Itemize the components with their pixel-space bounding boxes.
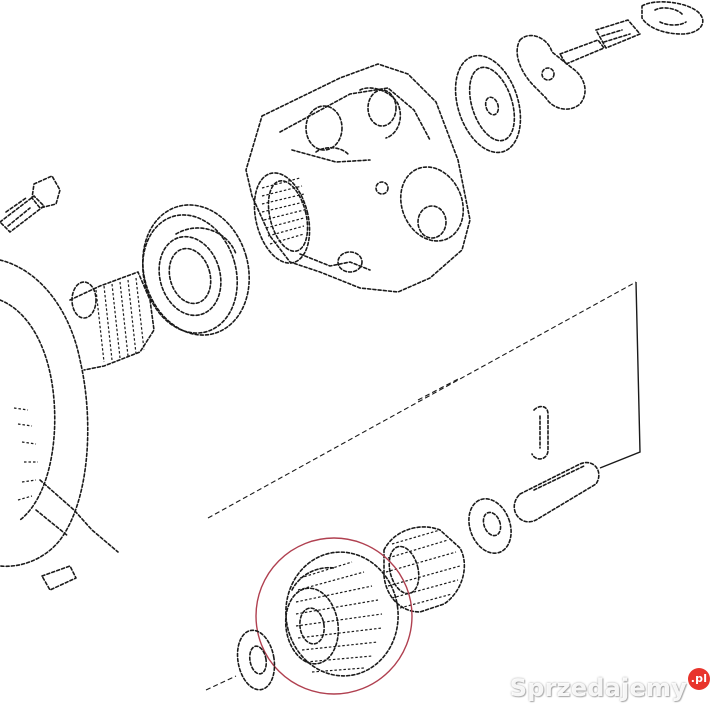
assembly-axis-lines <box>207 281 641 519</box>
watermark-logo: Sprzedajemy .pl <box>509 668 710 702</box>
ball-bearing <box>141 204 250 336</box>
thrust-washer <box>205 629 276 691</box>
hex-bolt <box>0 175 61 233</box>
flat-washer <box>454 54 522 154</box>
lock-lever <box>516 34 586 110</box>
splined-shaft <box>69 271 155 371</box>
dowel-pin <box>531 405 549 460</box>
highlighted-gear <box>255 537 413 695</box>
highlight-circle <box>255 537 413 695</box>
needle-bearing <box>253 172 311 264</box>
planet-carrier-housing <box>245 63 471 293</box>
flange-disc <box>0 259 119 591</box>
roller-pin <box>513 461 600 523</box>
watermark-text: Sprzedajemy <box>509 674 687 702</box>
spacer-washer <box>468 498 512 554</box>
top-bolt-assembly <box>559 1 704 65</box>
watermark-badge: .pl <box>688 668 710 690</box>
small-pinion-gear <box>383 526 466 613</box>
